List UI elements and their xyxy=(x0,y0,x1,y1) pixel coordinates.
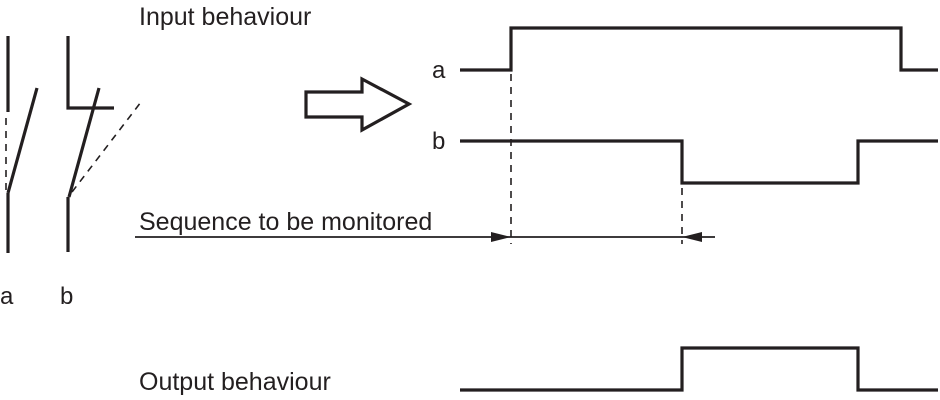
contact-b-blade xyxy=(67,87,101,198)
contact-b-upper-terminal xyxy=(66,36,114,110)
signal-b-waveform xyxy=(460,139,938,185)
contact-b-no-symbol xyxy=(66,36,142,252)
contact-b-label: b xyxy=(60,283,73,310)
input-behaviour-title: Input behaviour xyxy=(139,3,311,31)
output-behaviour-title: Output behaviour xyxy=(139,368,331,396)
contact-b-dashed-guide xyxy=(71,101,142,193)
sequence-end-arrowhead-icon xyxy=(682,232,702,242)
right-arrow-outline-icon xyxy=(304,76,413,133)
signal-b-label: b xyxy=(432,128,445,155)
contact-a-label: a xyxy=(0,283,14,310)
sequence-start-arrowhead-icon xyxy=(491,232,511,242)
signal-a-label: a xyxy=(432,57,446,84)
contact-a-nc-symbol xyxy=(5,36,39,253)
sequence-label: Sequence to be monitored xyxy=(139,208,432,236)
contact-a-blade xyxy=(6,87,39,194)
output-waveform xyxy=(460,346,938,392)
signal-a-waveform xyxy=(460,26,938,72)
